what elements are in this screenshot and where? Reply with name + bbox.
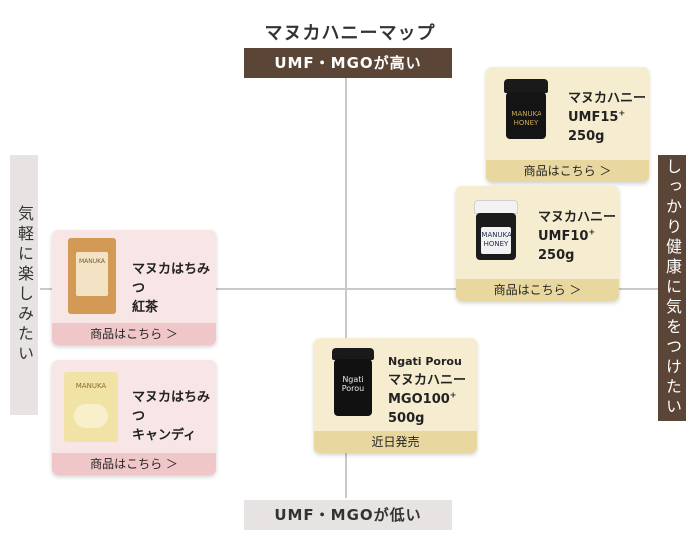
product-link-button[interactable]: 商品はこちら ＞: [486, 160, 649, 182]
product-card-tea[interactable]: MANUKA マヌカはちみつ 紅茶 商品はこちら ＞: [52, 230, 216, 345]
product-grade: UMF10: [538, 229, 589, 244]
product-weight: 250g: [568, 129, 605, 144]
honey-jar-image: Ngati Porou: [332, 348, 374, 416]
product-card-mgo100[interactable]: Ngati Porou Ngati Porou マヌカハニー MGO100+ 5…: [314, 338, 477, 453]
candy-package-image: MANUKA: [64, 372, 118, 442]
product-type: 紅茶: [132, 300, 159, 315]
product-link-button[interactable]: 商品はこちら ＞: [456, 279, 619, 301]
product-card-umf10[interactable]: MANUKA HONEY マヌカハニー UMF10+ 250g 商品はこちら ＞: [456, 186, 619, 301]
product-weight: 500g: [388, 411, 425, 426]
product-name: マヌカはちみつ: [132, 262, 211, 296]
page-title: マヌカハニーマップ: [264, 23, 436, 44]
product-brand: Ngati Porou: [388, 355, 462, 368]
axis-label-low: UMF・MGOが低い: [244, 500, 452, 530]
product-weight: 250g: [538, 248, 575, 263]
honey-jar-image: MANUKA HONEY: [504, 79, 548, 139]
axis-label-health: しっかり健康に気をつけたい: [658, 155, 686, 421]
product-name: マヌカハニー: [538, 210, 617, 225]
product-card-umf15[interactable]: MANUKA HONEY マヌカハニー UMF15+ 250g 商品はこちら ＞: [486, 67, 649, 182]
product-name: マヌカはちみつ: [132, 390, 211, 424]
honey-jar-image: MANUKA HONEY: [474, 200, 518, 260]
horizontal-axis-line: [40, 288, 660, 290]
product-link-button[interactable]: 商品はこちら ＞: [52, 453, 216, 475]
axis-label-high: UMF・MGOが高い: [244, 48, 452, 78]
product-link-button[interactable]: 商品はこちら ＞: [52, 323, 216, 345]
axis-label-casual: 気軽に楽しみたい: [10, 155, 38, 415]
vertical-axis-line: [345, 78, 347, 498]
product-card-candy[interactable]: MANUKA マヌカはちみつ キャンディ 商品はこちら ＞: [52, 360, 216, 475]
product-name: マヌカハニー: [388, 373, 467, 388]
tea-package-image: MANUKA: [68, 238, 116, 314]
product-type: キャンディ: [132, 428, 197, 443]
product-grade: MGO100: [388, 392, 450, 407]
product-name: マヌカハニー: [568, 91, 647, 106]
coming-soon-label: 近日発売: [314, 431, 477, 453]
product-grade: UMF15: [568, 110, 619, 125]
